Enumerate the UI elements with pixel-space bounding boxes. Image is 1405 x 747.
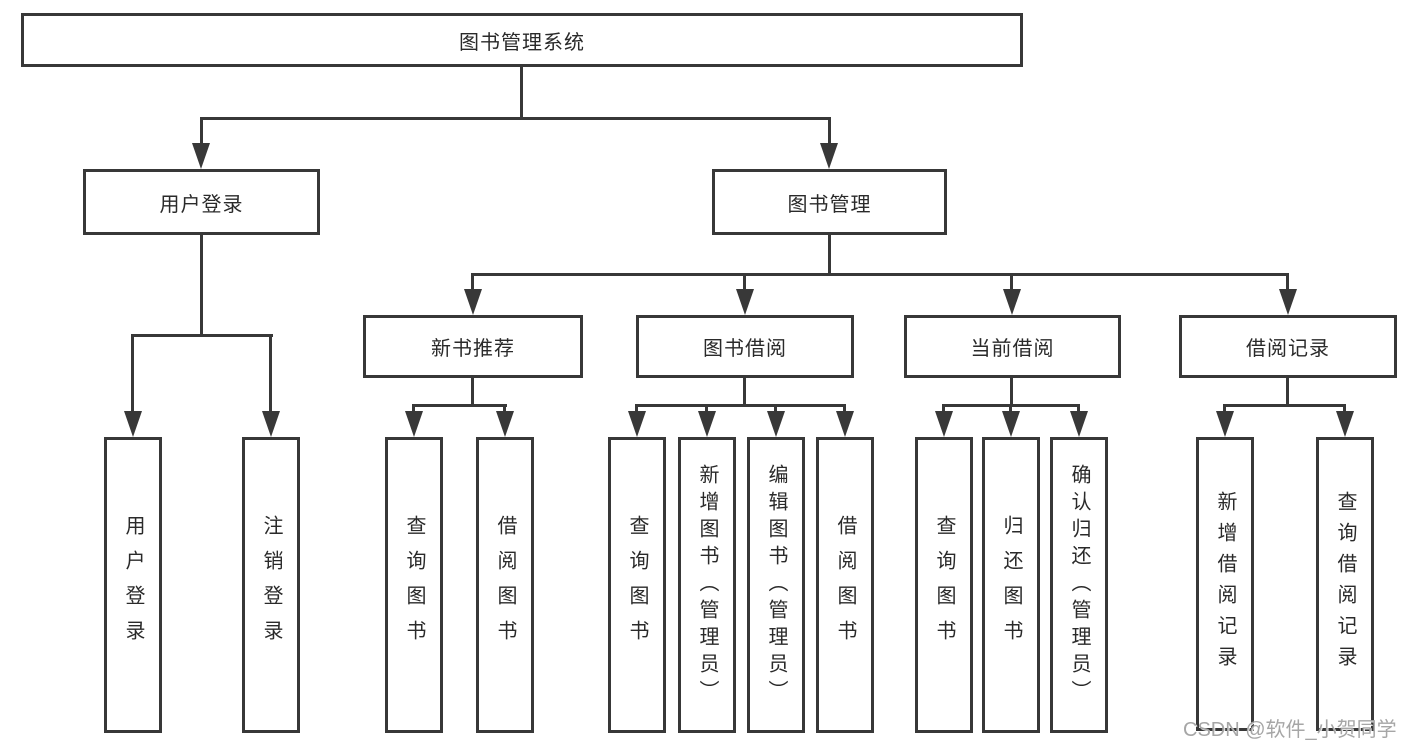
leaf-node-label: 用户登录: [122, 515, 144, 655]
connector-line: [200, 117, 203, 145]
level3-node-book-borrow: 图书借阅: [636, 315, 854, 378]
level2-node-label: 图书管理: [787, 193, 872, 216]
leaf-node-label: 查询图书: [626, 515, 648, 655]
connector-arrowhead: [628, 411, 646, 437]
connector-line: [471, 377, 474, 407]
level3-node-label: 当前借阅: [970, 338, 1055, 360]
connector-line: [412, 404, 507, 407]
leaf-node-label: 确认归还（管理员）: [1068, 463, 1090, 707]
connector-arrowhead: [1070, 411, 1088, 437]
connector-line: [1223, 404, 1346, 407]
connector-line: [471, 273, 474, 291]
connector-line: [743, 377, 746, 407]
connector-arrowhead: [767, 411, 785, 437]
leaf-node-edit-books-admin: 编辑图书（管理员）: [747, 437, 805, 733]
level2-node-user-login: 用户登录: [83, 169, 320, 235]
root-node-library-system: 图书管理系统: [21, 13, 1023, 67]
connector-line: [131, 334, 273, 337]
connector-arrowhead: [405, 411, 423, 437]
connector-line: [635, 404, 846, 407]
level2-node-book-management: 图书管理: [712, 169, 947, 235]
connector-arrowhead: [1002, 411, 1020, 437]
connector-line: [828, 234, 831, 275]
connector-line: [635, 404, 638, 414]
level3-node-label: 新书推荐: [431, 338, 515, 360]
leaf-node-label: 新增图书（管理员）: [696, 463, 718, 707]
connector-line: [131, 334, 134, 413]
connector-arrowhead: [192, 143, 210, 169]
leaf-node-logout: 注销登录: [242, 437, 300, 733]
connector-line: [503, 404, 506, 414]
level3-node-current-borrow: 当前借阅: [904, 315, 1121, 378]
connector-line: [520, 67, 523, 119]
connector-line: [942, 404, 945, 414]
connector-line: [200, 117, 831, 120]
leaf-node-add-books-admin: 新增图书（管理员）: [678, 437, 736, 733]
leaf-node-query-books: 查询图书: [385, 437, 443, 733]
leaf-node-label: 查询图书: [403, 515, 425, 655]
connector-arrowhead: [820, 143, 838, 169]
leaf-node-label: 注销登录: [260, 515, 282, 655]
connector-line: [1343, 404, 1346, 414]
watermark: CSDN @软件_小贺同学: [1183, 719, 1397, 741]
connector-line: [1010, 273, 1013, 291]
connector-arrowhead: [1216, 411, 1234, 437]
leaf-node-query-books: 查询图书: [915, 437, 973, 733]
connector-arrowhead: [496, 411, 514, 437]
connector-arrowhead: [1279, 289, 1297, 315]
leaf-node-confirm-return-admin: 确认归还（管理员）: [1050, 437, 1108, 733]
leaf-node-return-books: 归还图书: [982, 437, 1040, 733]
leaf-node-query-books: 查询图书: [608, 437, 666, 733]
connector-line: [1223, 404, 1226, 414]
level2-node-label: 用户登录: [159, 193, 244, 216]
connector-line: [774, 404, 777, 414]
connector-line: [843, 404, 846, 414]
leaf-node-label: 借阅图书: [494, 515, 516, 655]
connector-line: [269, 334, 272, 413]
connector-line: [1077, 404, 1080, 414]
connector-line: [412, 404, 415, 414]
connector-line: [471, 273, 1289, 276]
leaf-node-label: 借阅图书: [834, 515, 856, 655]
connector-arrowhead: [124, 411, 142, 437]
leaf-node-query-borrow-record: 查询借阅记录: [1316, 437, 1374, 731]
connector-line: [1010, 377, 1013, 407]
connector-arrowhead: [1003, 289, 1021, 315]
connector-line: [1009, 404, 1012, 414]
leaf-node-user-login: 用户登录: [104, 437, 162, 733]
connector-arrowhead: [1336, 411, 1354, 437]
connector-arrowhead: [736, 289, 754, 315]
level3-node-label: 借阅记录: [1246, 338, 1330, 360]
connector-line: [1286, 273, 1289, 291]
leaf-node-label: 编辑图书（管理员）: [765, 463, 787, 707]
level3-node-borrow-records: 借阅记录: [1179, 315, 1397, 378]
connector-line: [1286, 377, 1289, 407]
connector-arrowhead: [935, 411, 953, 437]
leaf-node-borrow-books: 借阅图书: [816, 437, 874, 733]
level3-node-new-book-recommend: 新书推荐: [363, 315, 583, 378]
connector-line: [828, 117, 831, 145]
root-node-label: 图书管理系统: [459, 31, 585, 54]
leaf-node-add-borrow-record: 新增借阅记录: [1196, 437, 1254, 731]
connector-arrowhead: [698, 411, 716, 437]
leaf-node-label: 查询借阅记录: [1334, 491, 1356, 677]
connector-line: [705, 404, 708, 414]
connector-line: [743, 273, 746, 291]
connector-arrowhead: [464, 289, 482, 315]
connector-arrowhead: [836, 411, 854, 437]
leaf-node-borrow-books: 借阅图书: [476, 437, 534, 733]
leaf-node-label: 归还图书: [1000, 515, 1022, 655]
connector-line: [200, 234, 203, 336]
level3-node-label: 图书借阅: [703, 338, 787, 360]
leaf-node-label: 新增借阅记录: [1214, 491, 1236, 677]
connector-arrowhead: [262, 411, 280, 437]
leaf-node-label: 查询图书: [933, 515, 955, 655]
